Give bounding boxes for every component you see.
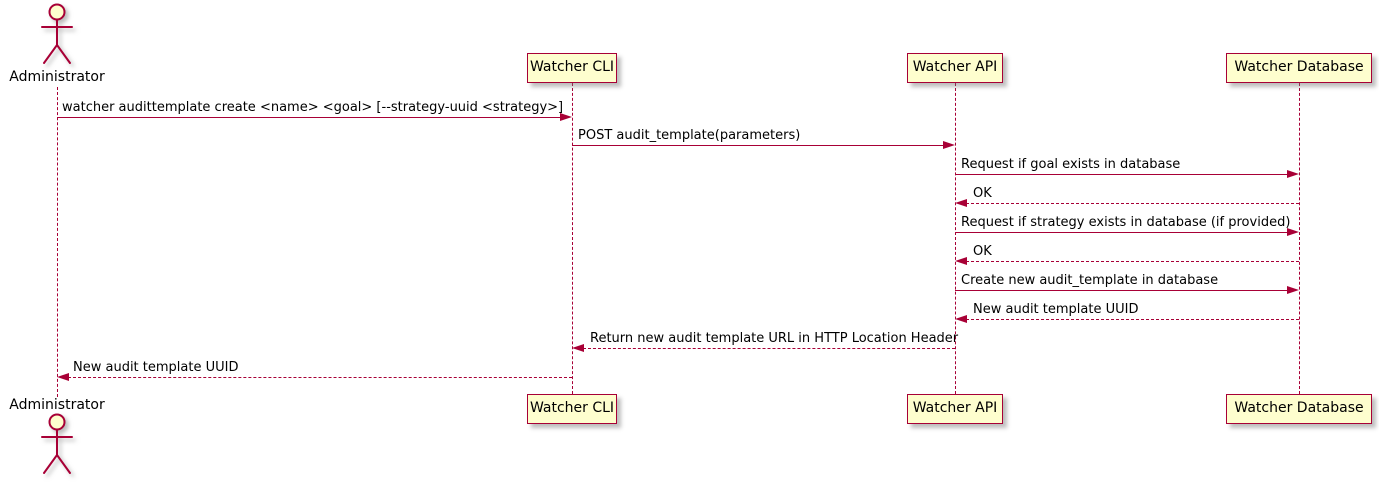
arrowhead-right-icon (1287, 170, 1299, 178)
message-line (572, 145, 945, 146)
message-line (68, 377, 572, 378)
participant-watcher-database-bottom: Watcher Database (1226, 394, 1372, 424)
participant-watcher-api-top: Watcher API (907, 53, 1003, 83)
arrowhead-right-icon (943, 141, 955, 149)
message-label: watcher audittemplate create <name> <goa… (62, 100, 564, 115)
actor-label-administrator-top: Administrator (9, 69, 105, 85)
arrowhead-left-icon (572, 344, 584, 352)
message-line (966, 261, 1299, 262)
message-line (57, 117, 562, 118)
message-label: Create new audit_template in database (961, 273, 1219, 288)
arrowhead-right-icon (560, 113, 572, 121)
message-line (583, 348, 955, 349)
message-label: Request if goal exists in database (961, 157, 1181, 172)
message-line (966, 319, 1299, 320)
message-line (955, 232, 1289, 233)
arrowhead-right-icon (1287, 228, 1299, 236)
lifeline-watcher-database (1299, 83, 1300, 394)
actor-icon (41, 413, 73, 474)
actor-icon (41, 3, 73, 64)
message-label: OK (973, 244, 992, 259)
arrowhead-left-icon (57, 373, 69, 381)
message-label: New audit template UUID (973, 302, 1139, 317)
message-label: New audit template UUID (73, 360, 239, 375)
message-line (955, 174, 1289, 175)
message-label: POST audit_template(parameters) (578, 128, 801, 143)
lifeline-watcher-api (955, 83, 956, 394)
lifeline-watcher-cli (572, 83, 573, 394)
lifeline-administrator (57, 87, 58, 397)
message-line (966, 203, 1299, 204)
participant-watcher-api-bottom: Watcher API (907, 394, 1003, 424)
arrowhead-left-icon (955, 315, 967, 323)
message-label: OK (973, 186, 992, 201)
participant-watcher-cli-bottom: Watcher CLI (527, 394, 617, 424)
arrowhead-right-icon (1287, 286, 1299, 294)
message-label: Return new audit template URL in HTTP Lo… (590, 331, 959, 346)
arrowhead-left-icon (955, 199, 967, 207)
message-line (955, 290, 1289, 291)
actor-label-administrator-bottom: Administrator (9, 397, 105, 413)
participant-watcher-database-top: Watcher Database (1226, 53, 1372, 83)
message-label: Request if strategy exists in database (… (961, 215, 1291, 230)
participant-watcher-cli-top: Watcher CLI (527, 53, 617, 83)
arrowhead-left-icon (955, 257, 967, 265)
